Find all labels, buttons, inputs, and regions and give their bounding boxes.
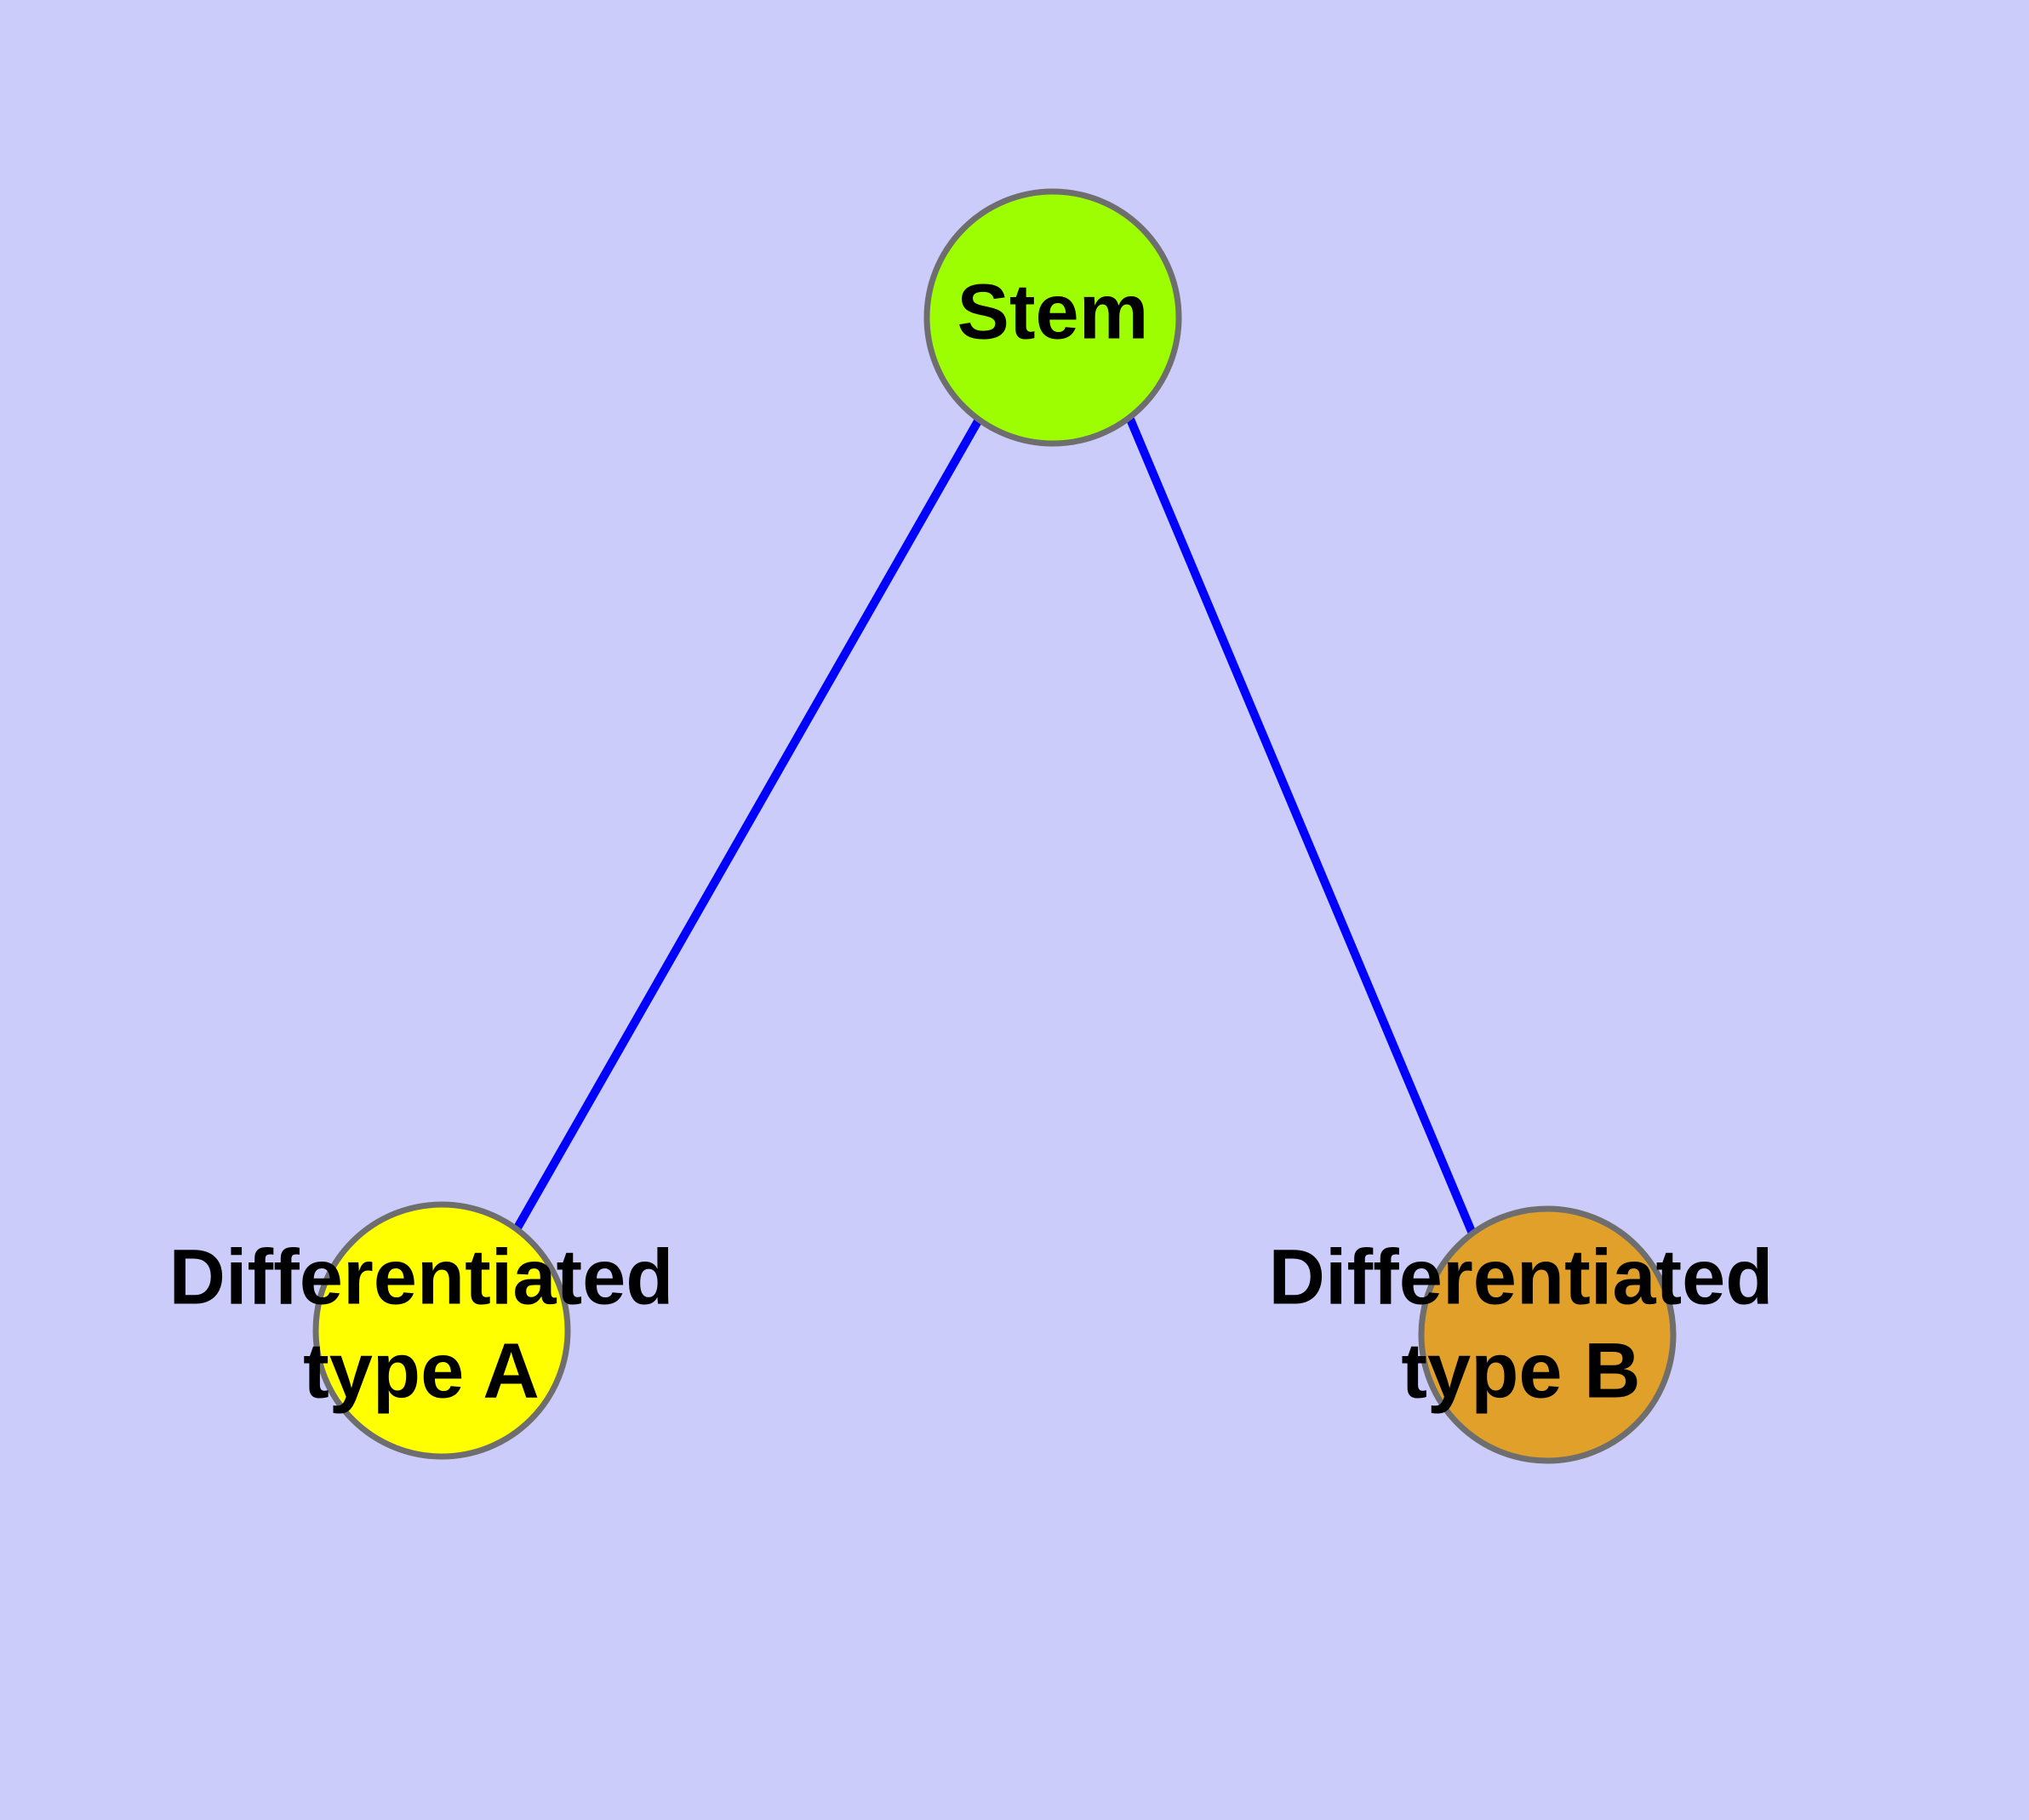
edge-stem-to-differentiated-type-a[interactable] xyxy=(512,417,983,1232)
node-label-differentiated-type-a-line2: type A xyxy=(303,1327,540,1414)
node-differentiated-type-b[interactable] xyxy=(1418,1205,1677,1464)
node-label-differentiated-type-b-line2: type B xyxy=(1401,1327,1640,1414)
node-label-stem: Stem xyxy=(957,268,1149,355)
edges-layer xyxy=(512,415,1477,1235)
nodes-layer xyxy=(312,188,1677,1464)
node-label-differentiated-type-a-line1: Differentiated xyxy=(169,1233,674,1320)
labels-layer: Stem Differentiated type A Differentiate… xyxy=(169,268,1774,1414)
edge-stem-to-differentiated-type-b[interactable] xyxy=(1125,415,1477,1235)
node-label-differentiated-type-b-line1: Differentiated xyxy=(1269,1233,1774,1320)
node-stem[interactable] xyxy=(923,188,1182,447)
node-differentiated-type-a[interactable] xyxy=(312,1201,571,1460)
